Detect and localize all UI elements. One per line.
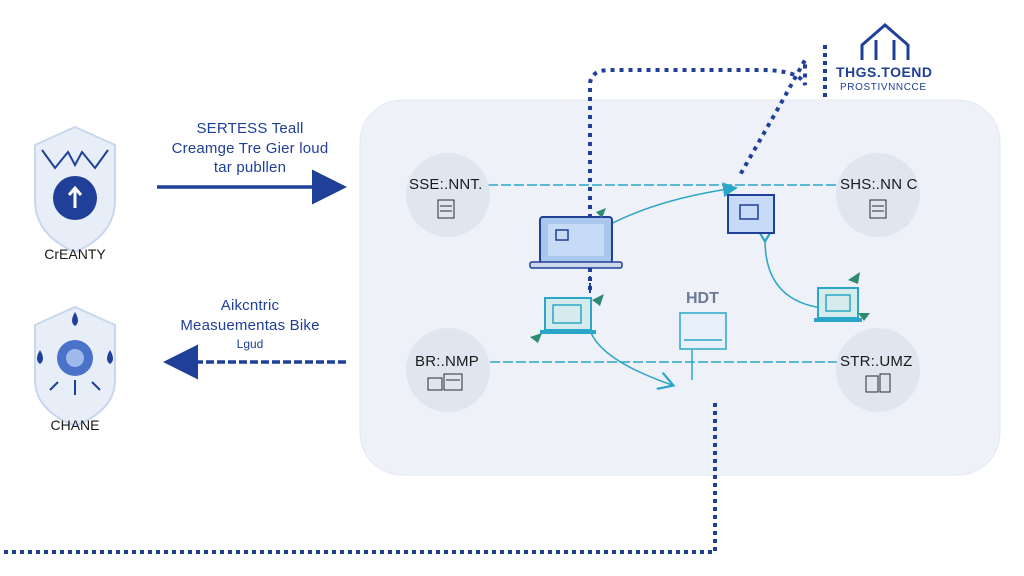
shield-network-icon xyxy=(34,305,116,428)
shield-lock-icon xyxy=(34,125,116,254)
node-bottom-left-circle xyxy=(406,328,490,412)
storage-icon xyxy=(865,373,891,393)
node-bottom-right-label: STR:.UMZ xyxy=(840,353,913,370)
node-top-left-label: SSE:.NNT. xyxy=(409,176,483,193)
logo-subtitle: PROSTIVNNCCE xyxy=(840,82,927,93)
link-device-to-monitor xyxy=(765,240,823,309)
logo-title: THGS.TOEND xyxy=(836,64,933,80)
link-monitor-to-hub xyxy=(589,329,672,385)
desktop-icon xyxy=(814,287,862,322)
incoming-line-3: Lgud xyxy=(236,337,264,351)
node-bottom-left-label: BR:.NMP xyxy=(415,353,479,370)
leaf-icon xyxy=(848,272,860,284)
hub-icon xyxy=(679,312,727,350)
leaf-icon xyxy=(592,294,604,306)
incoming-line-1: Aikcntric xyxy=(220,297,280,314)
dashed-top-path xyxy=(588,52,807,290)
printer-icon xyxy=(427,373,463,391)
database-icon xyxy=(869,199,887,219)
outgoing-line-3: tar publlen xyxy=(213,159,287,176)
bottom-shield-label: CHANE xyxy=(50,417,100,433)
leaf-icon xyxy=(530,333,542,343)
outgoing-line-2: Creamge Tre Gier loud xyxy=(171,140,329,157)
node-bottom-right-circle xyxy=(836,328,920,412)
laptop-icon xyxy=(529,216,623,269)
outgoing-line-1: SERTESS Teall xyxy=(196,120,304,137)
leaf-icon xyxy=(596,208,606,218)
incoming-line-2: Measuementas Bike xyxy=(180,317,320,334)
logo-house-icon xyxy=(860,23,910,60)
node-top-right-circle xyxy=(836,153,920,237)
top-shield-label: CrEANTY xyxy=(44,246,106,262)
node-top-right-label: SHS:.NN C xyxy=(840,176,918,193)
hub-label: HDT xyxy=(686,290,719,307)
server-icon xyxy=(437,199,455,219)
node-top-left-circle xyxy=(406,153,490,237)
tablet-icon xyxy=(727,194,775,234)
monitor-icon xyxy=(540,297,596,334)
leaf-icon xyxy=(858,313,870,321)
